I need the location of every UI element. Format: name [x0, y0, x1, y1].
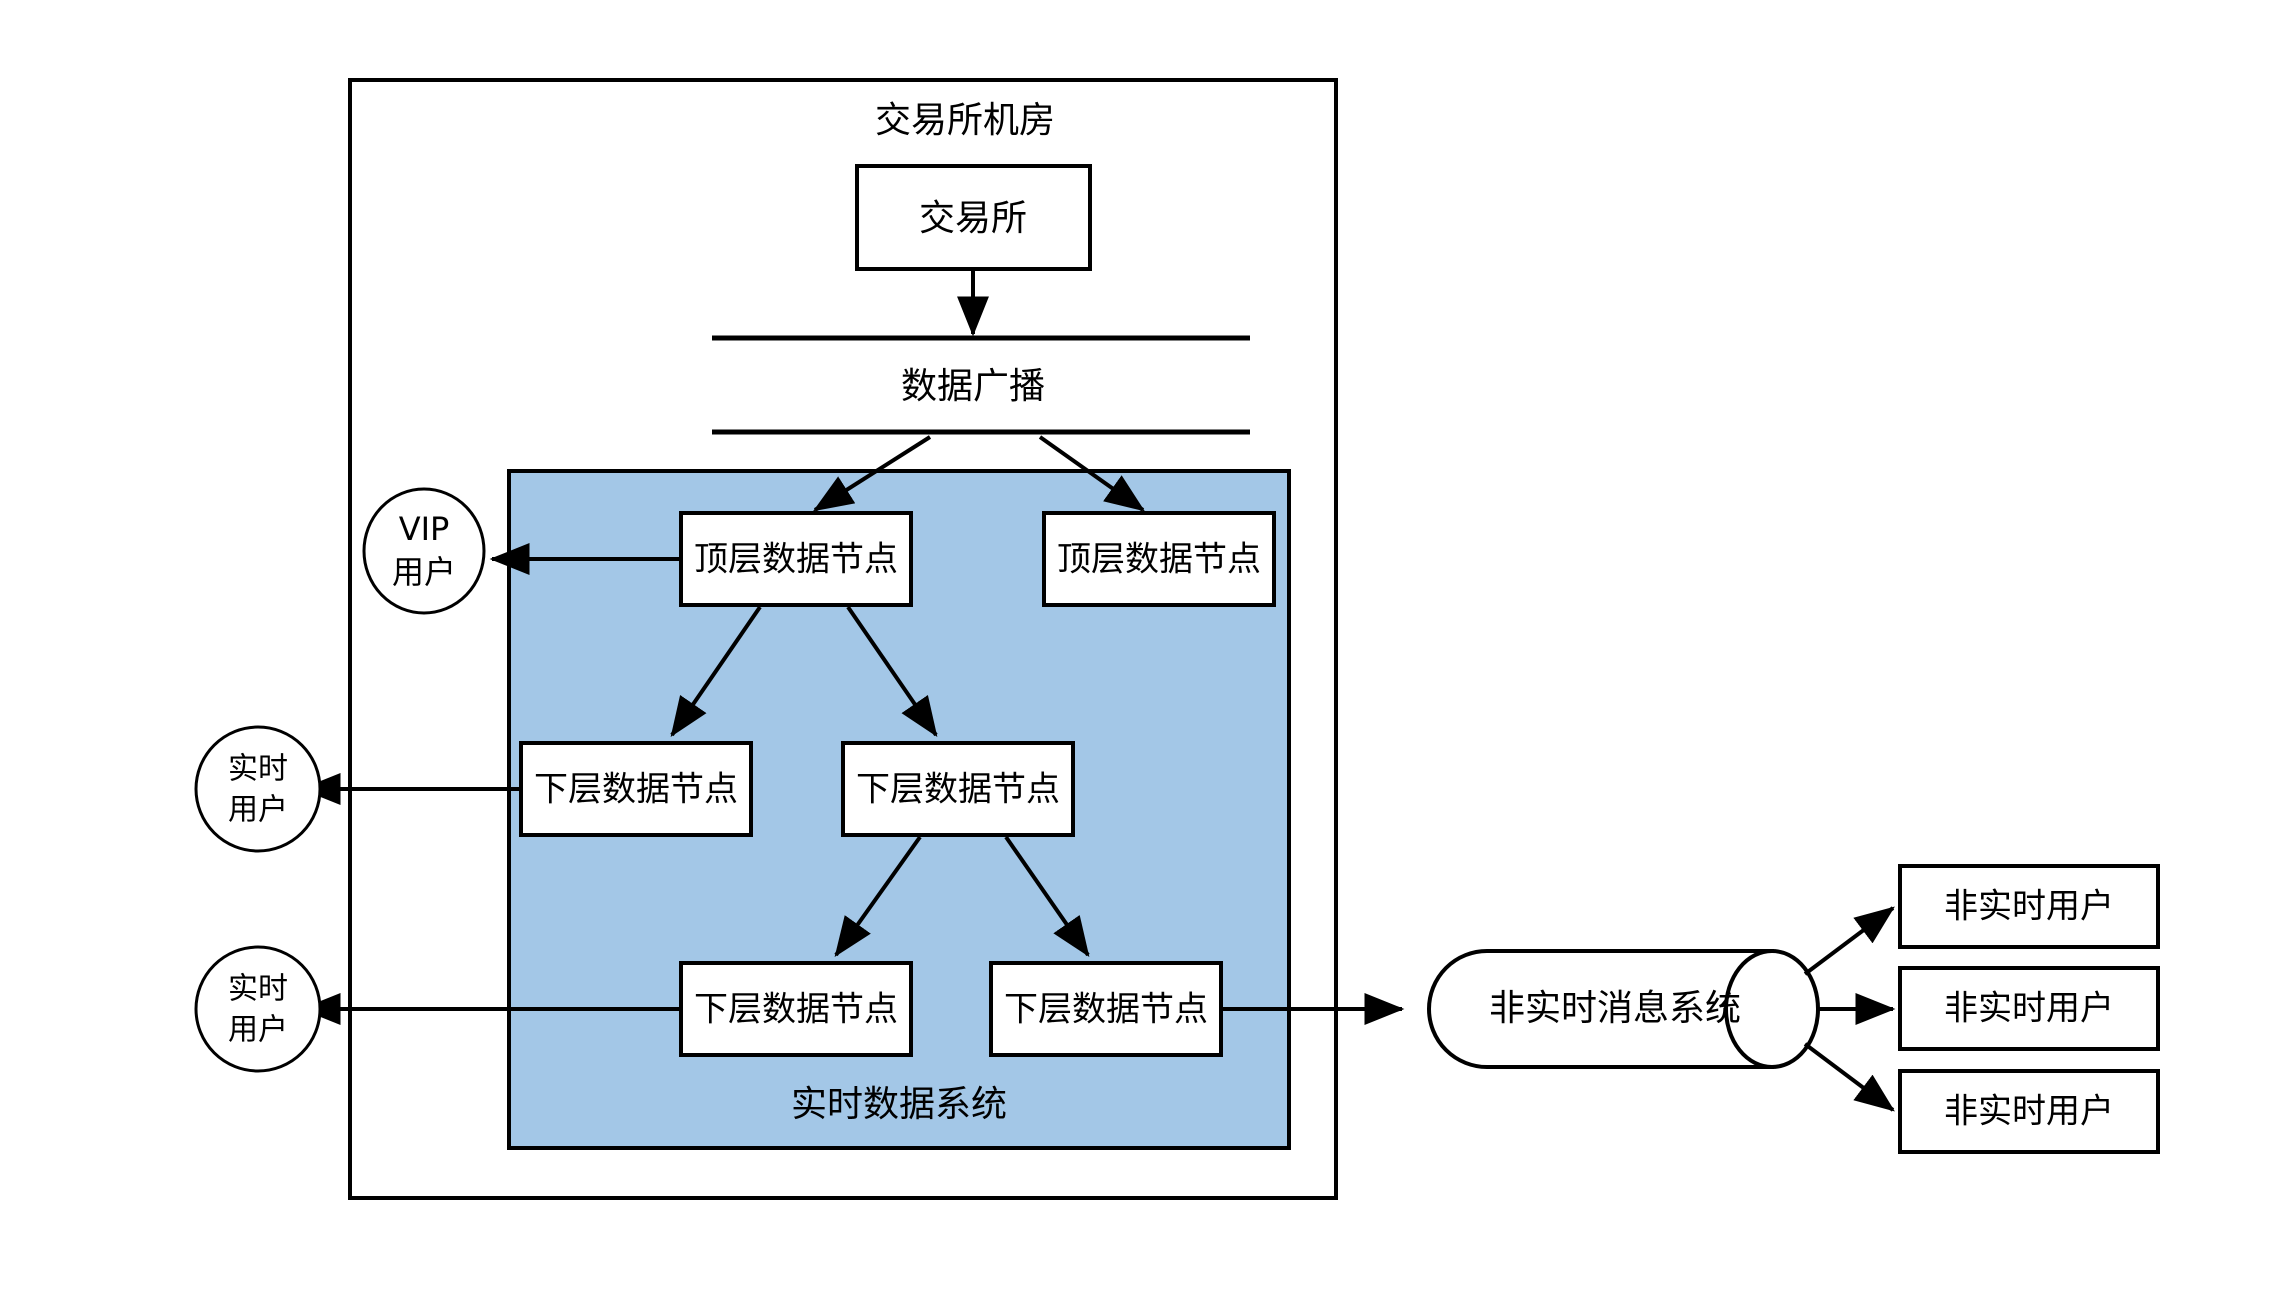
- node-top-right-label: 顶层数据节点: [1057, 540, 1261, 580]
- nonrealtime-user-label-2: 非实时用户: [1944, 989, 2114, 1029]
- nonrealtime-user-label-3: 非实时用户: [1944, 1092, 2114, 1132]
- realtime-user-a-label-line1: 实时: [228, 752, 288, 787]
- broadcast-label: 数据广播: [901, 366, 1045, 407]
- message-system-label: 非实时消息系统: [1489, 988, 1741, 1029]
- nonrealtime-user-box-1[interactable]: [1898, 864, 2160, 949]
- node-bottom-left-label: 下层数据节点: [694, 990, 898, 1030]
- realtime-user-a-label-line2: 用户: [228, 793, 288, 828]
- edge-message-system-to-nonrealtime-user-1: [1803, 906, 1895, 976]
- node-mid-left[interactable]: [519, 741, 753, 837]
- edge-top-left-node-to-mid-left-node: [670, 605, 762, 737]
- node-top-right[interactable]: [1042, 511, 1276, 607]
- node-mid-left-label: 下层数据节点: [534, 770, 738, 810]
- nonrealtime-user-box-2[interactable]: [1898, 966, 2160, 1051]
- vip-user-label-line1: VIP: [399, 510, 450, 548]
- edge-mid-right-node-to-bottom-right-node: [1004, 835, 1090, 957]
- node-mid-right[interactable]: [841, 741, 1075, 837]
- message-system-body[interactable]: [1427, 949, 1774, 1069]
- node-bottom-right[interactable]: [989, 961, 1223, 1057]
- realtime-user-b-label-line1: 实时: [228, 972, 288, 1007]
- realtime-user-b-label-line2: 用户: [228, 1013, 288, 1048]
- realtime-user-b-ellipse[interactable]: [194, 945, 322, 1073]
- node-top-left-label: 顶层数据节点: [694, 540, 898, 580]
- edge-broadcast-to-top-right-node: [1038, 435, 1145, 512]
- nonrealtime-user-label-1: 非实时用户: [1944, 887, 2114, 927]
- exchange-room-label: 交易所机房: [875, 100, 1055, 141]
- vip-user-label-line2: 用户: [392, 553, 456, 591]
- node-bottom-right-label: 下层数据节点: [1004, 990, 1208, 1030]
- edge-top-left-node-to-mid-right-node: [846, 605, 938, 737]
- exchange-label: 交易所: [919, 198, 1027, 239]
- edge-broadcast-to-top-left-node: [812, 435, 932, 512]
- node-top-left[interactable]: [679, 511, 913, 607]
- edge-mid-right-node-to-bottom-left-node: [834, 835, 922, 957]
- realtime-user-a-ellipse[interactable]: [194, 725, 322, 853]
- vip-user-ellipse[interactable]: [362, 487, 486, 615]
- node-mid-right-label: 下层数据节点: [856, 770, 1060, 810]
- edge-message-system-to-nonrealtime-user-3: [1803, 1042, 1895, 1112]
- realtime-data-system-label: 实时数据系统: [791, 1084, 1007, 1125]
- nonrealtime-user-box-3[interactable]: [1898, 1069, 2160, 1154]
